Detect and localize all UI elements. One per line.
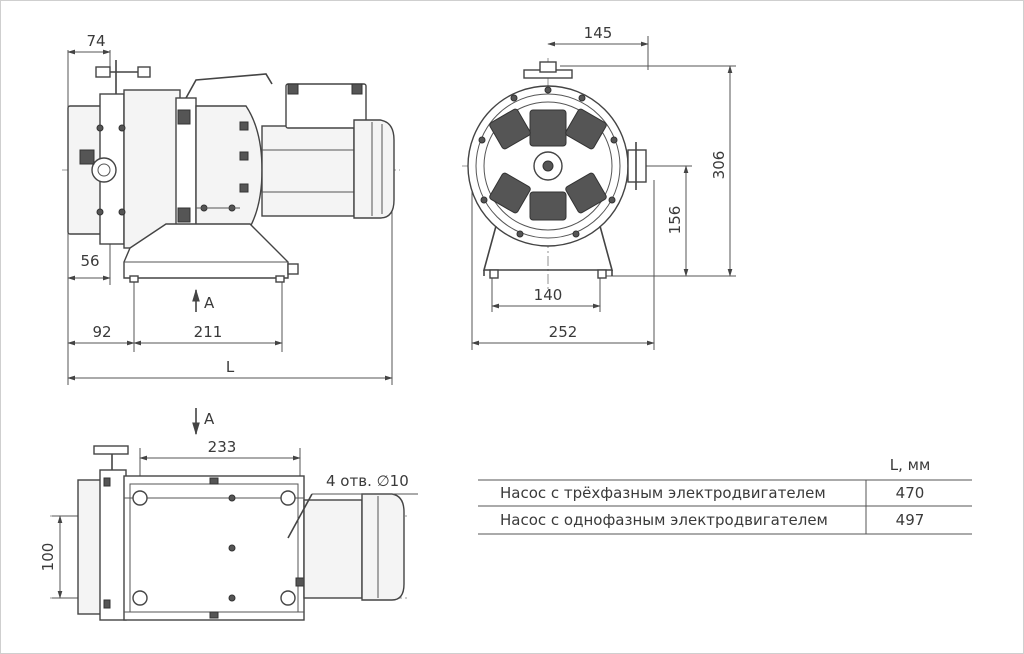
dim-L: L [226,358,235,376]
side-view [62,50,400,385]
table-row-value: 497 [896,511,925,529]
dim-100: 100 [39,543,57,572]
dim-92: 92 [92,323,111,341]
side-dimensions [67,49,393,381]
view-a-label-side: A [204,294,215,312]
dim-211: 211 [194,323,223,341]
dim-56: 56 [80,252,99,270]
dim-233: 233 [208,438,237,456]
table-row-value: 470 [896,484,925,502]
view-a-label-bottom: A [204,410,215,428]
table-row-label: Насос с трёхфазным электродвигателем [500,484,826,502]
dim-252: 252 [549,323,578,341]
table-header: L, мм [890,456,931,474]
front-dimensions [471,41,733,346]
bottom-view [50,408,418,621]
dim-74: 74 [86,32,105,50]
bottom-dimensions [57,455,301,599]
length-table [478,479,972,535]
table-row-label: Насос с однофазным электродвигателем [500,511,828,529]
dim-156: 156 [666,206,684,235]
dim-145: 145 [584,24,613,42]
dim-306: 306 [710,151,728,180]
front-view [462,36,736,350]
holes-label: 4 отв. ∅10 [326,472,409,490]
dim-140: 140 [534,286,563,304]
